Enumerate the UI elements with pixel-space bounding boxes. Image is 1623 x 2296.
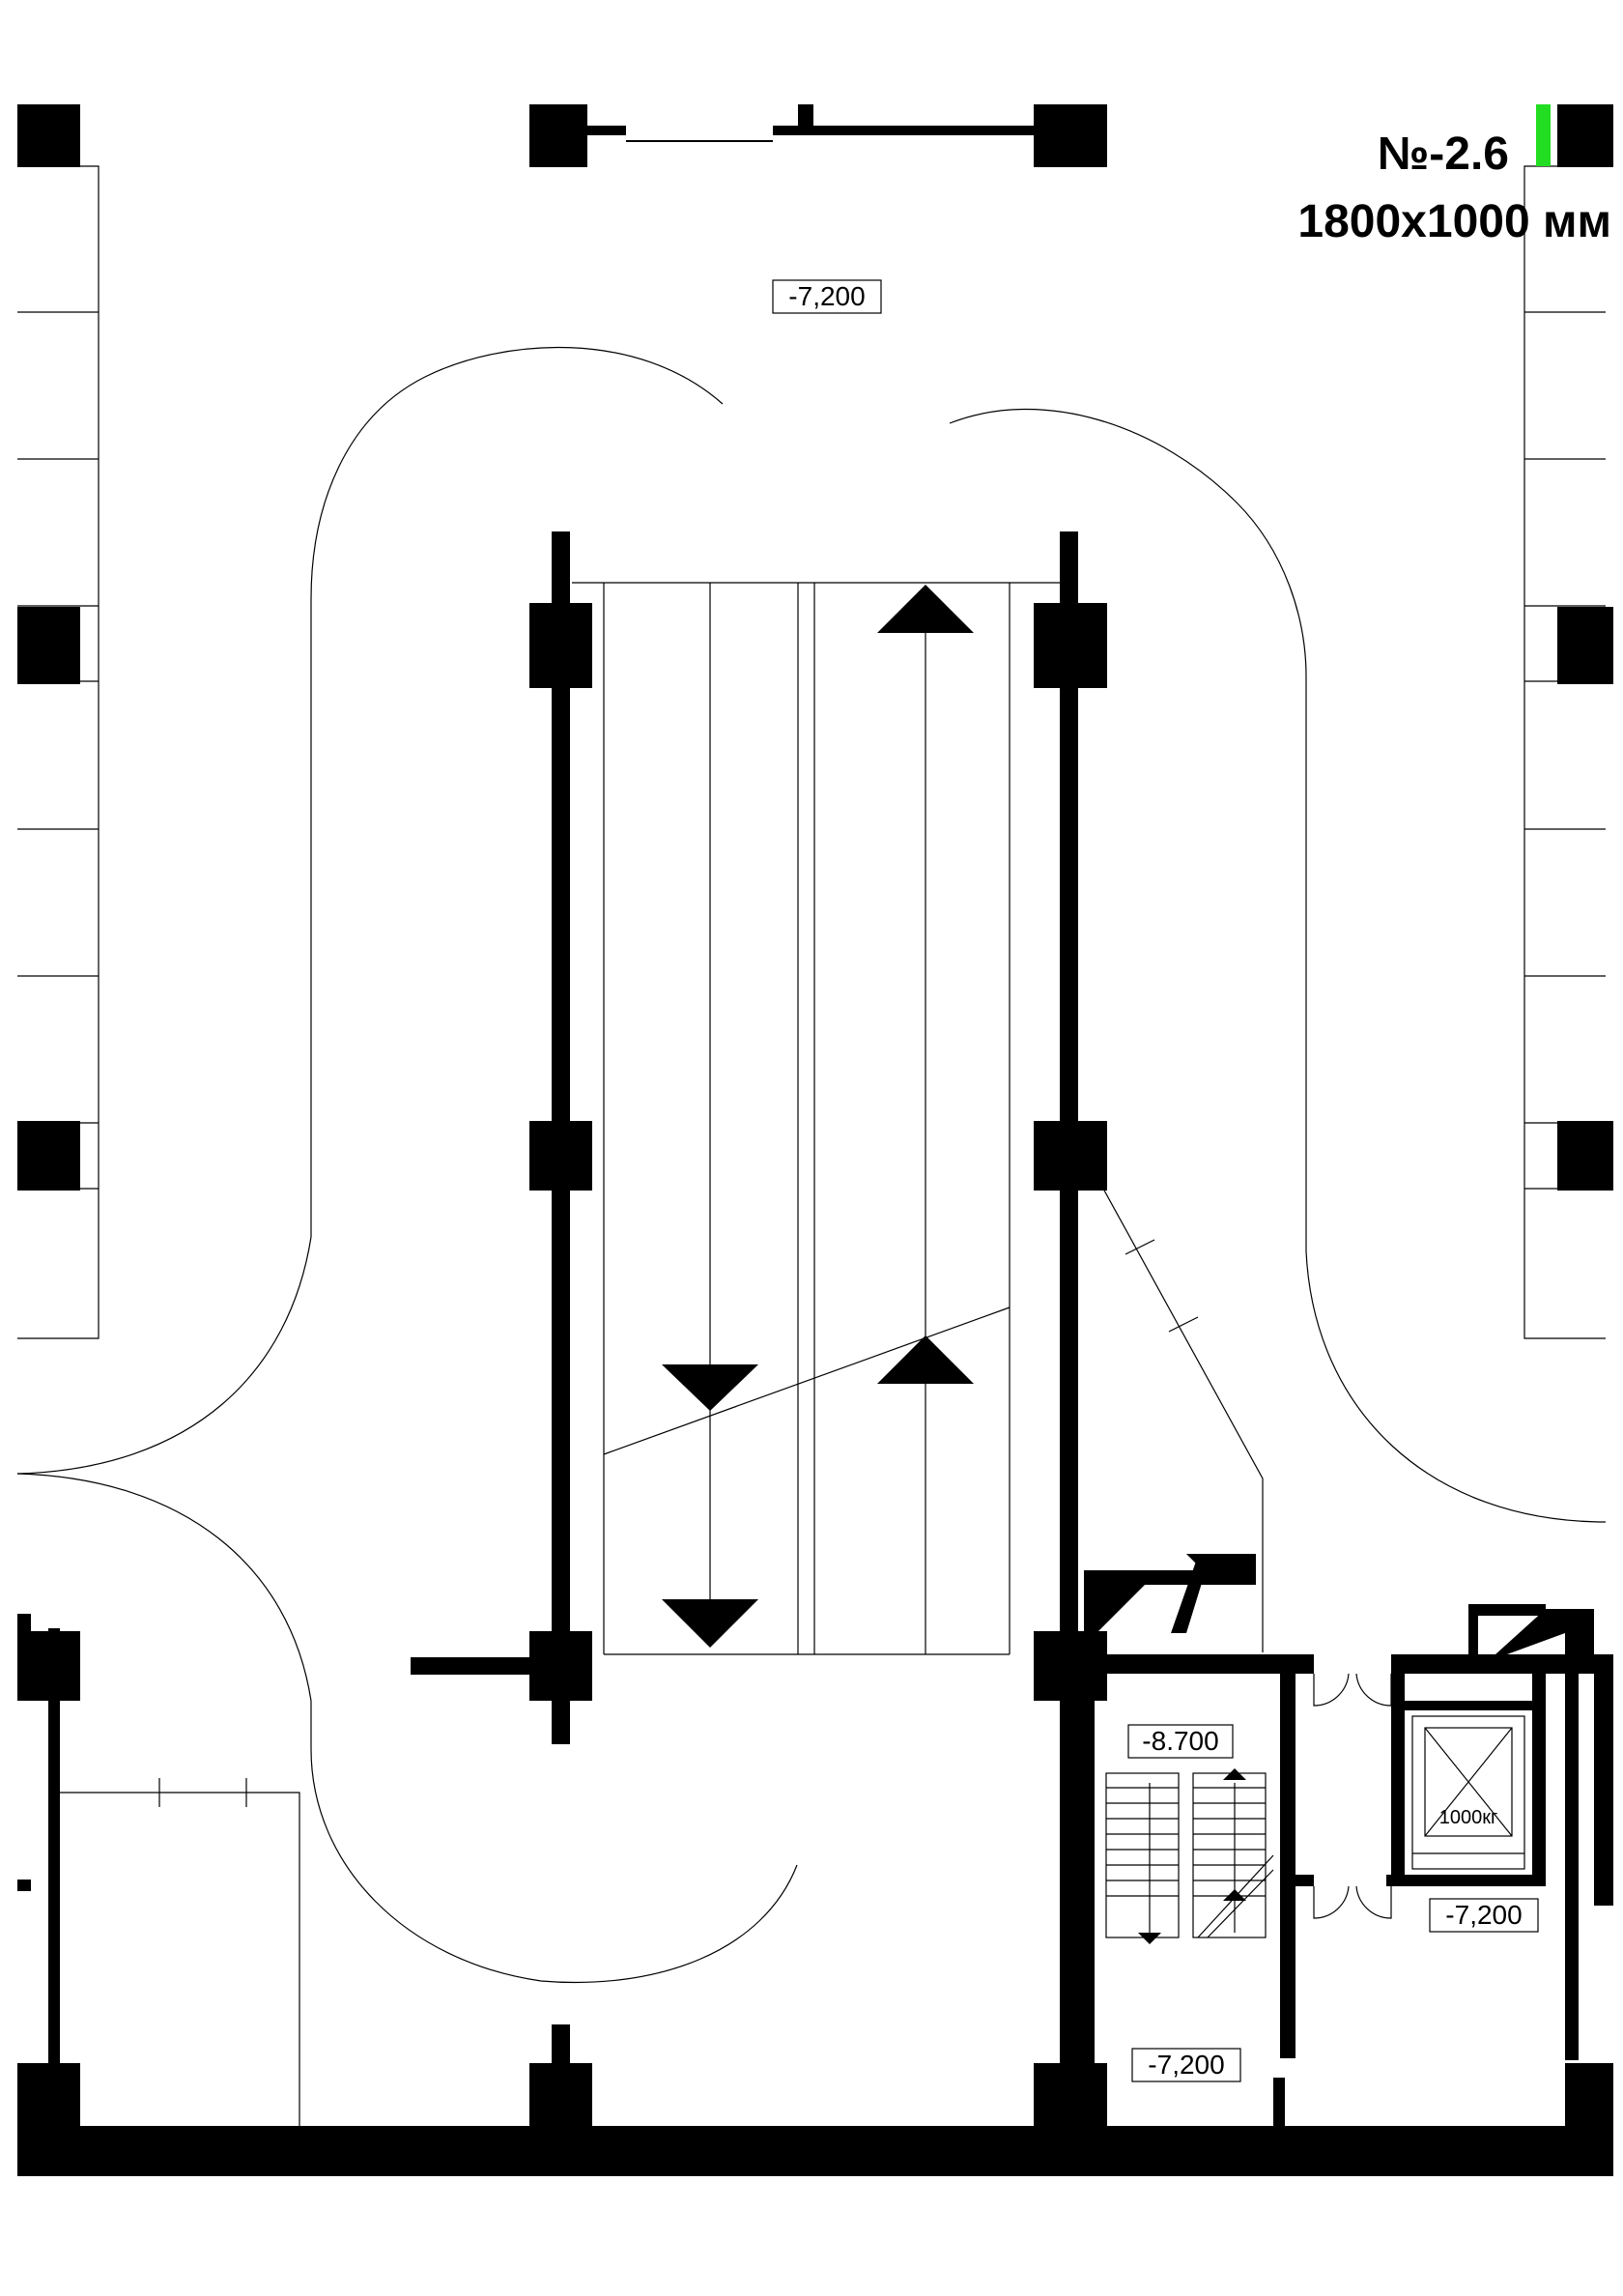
level-label-stair-lower: -7,200: [1148, 2050, 1224, 2080]
columns: [17, 104, 1613, 2126]
driveway-curves: [16, 346, 1607, 1984]
unit-number: №-2.6: [1378, 129, 1509, 180]
central-ramp: [572, 582, 1264, 1655]
ramp-arrows: [662, 585, 974, 1648]
level-label-stair-upper: -8.700: [1142, 1726, 1218, 1756]
stair-arrow-up-icon: [1223, 1889, 1246, 1901]
staircase: [1105, 1772, 1274, 1938]
arrow-down-icon: [662, 1364, 758, 1411]
level-label-parking: -7,200: [788, 281, 865, 311]
highlight-marker: [1536, 104, 1551, 166]
doors: [1313, 1673, 1392, 1919]
stair-arrow-up-icon: [1223, 1768, 1246, 1780]
arrow-down-icon: [662, 1599, 758, 1648]
elevator-capacity: 1000кг: [1439, 1807, 1498, 1828]
unit-dimensions: 1800x1000 мм: [1297, 196, 1611, 247]
arrow-up-icon: [877, 585, 974, 633]
walls: [17, 104, 1613, 2176]
storage-area: [56, 1778, 300, 2126]
arrow-up-icon: [877, 1335, 974, 1384]
elevator-cabin: [1411, 1715, 1525, 1870]
level-label-lobby: -7,200: [1445, 1900, 1522, 1930]
stair-arrow-down-icon: [1138, 1933, 1161, 1944]
